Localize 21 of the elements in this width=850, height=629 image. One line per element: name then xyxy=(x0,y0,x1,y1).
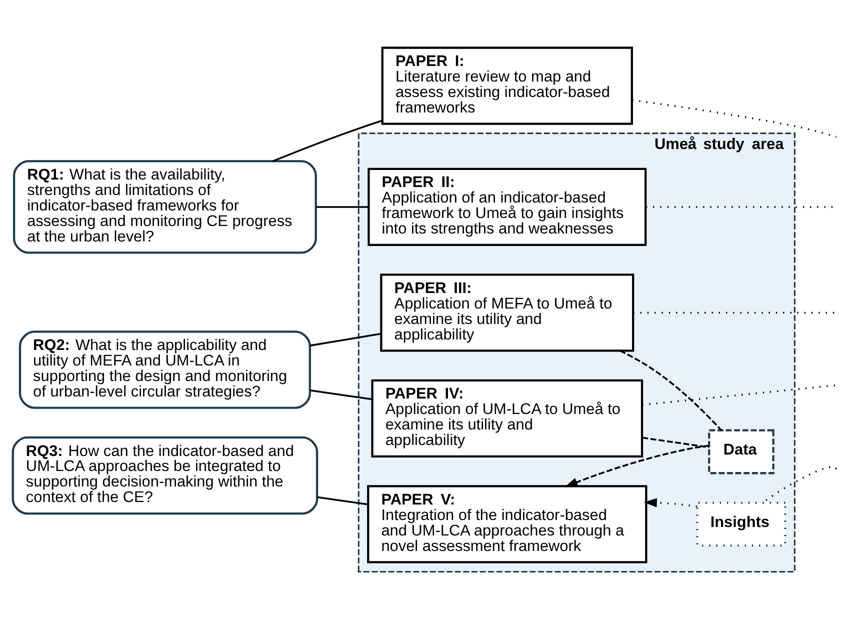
node-box: Insights xyxy=(696,502,786,547)
node-box: PAPER III: Application of MEFA to Umeå to examine its utility and applicability xyxy=(380,274,634,352)
node-box: RQ2: What is the applicability and utility of MEFA and UM-LCA in supporting the design and monitoring of urban-level circular strategies? xyxy=(18,330,311,409)
connector xyxy=(642,384,836,406)
node-box: RQ1: What is the availability, strengths and limitations of indicator-based frameworks for assessing and monitoring CE progress at the urban level? xyxy=(12,160,317,254)
connector xyxy=(310,390,372,400)
connector xyxy=(272,120,383,162)
arrow xyxy=(644,498,698,508)
connector xyxy=(642,436,710,448)
arrow xyxy=(564,444,710,488)
connector xyxy=(316,206,369,208)
connector xyxy=(620,350,722,431)
node-box: Data xyxy=(708,429,774,474)
connector xyxy=(310,332,382,346)
node-box: RQ3: How can the indicator-based and UM-LCA approaches be integrated to supporting decision-making within the context of the CE? xyxy=(12,436,318,515)
node-box: PAPER II: Application of an indicator-based framework to Umeå to gain insights into its strengths and weaknesses xyxy=(368,168,647,246)
node-box: PAPER IV: Application of UM-LCA to Umeå to examine its utility and applicability xyxy=(371,379,644,458)
connector xyxy=(317,496,368,506)
node-box: PAPER I: Literature review to map and assess existing indicator-based frameworks xyxy=(381,46,633,125)
connector xyxy=(632,99,836,138)
node-box: PAPER V: Integration of the indicator-based and UM-LCA approaches through a novel assessment framework xyxy=(367,485,648,564)
